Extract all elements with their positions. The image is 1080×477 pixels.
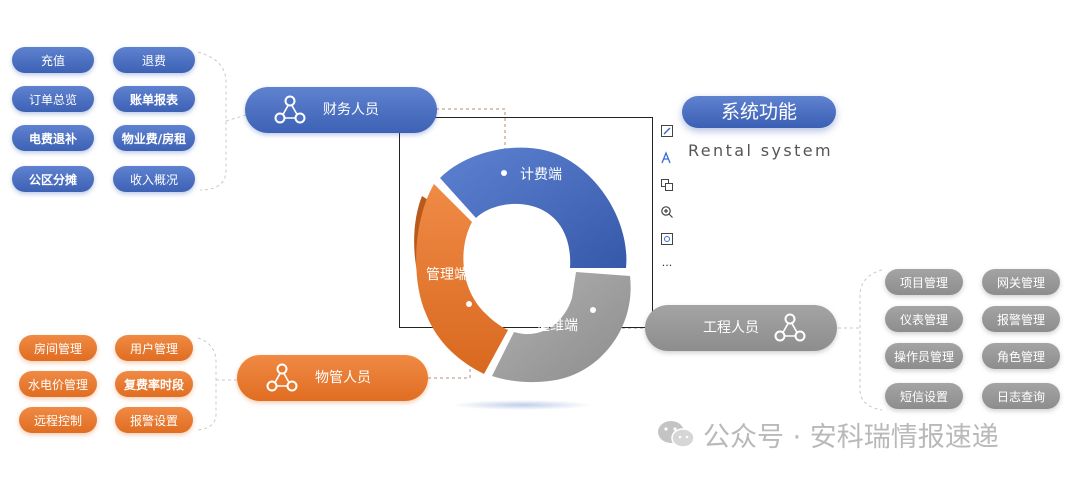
engineering-item-project[interactable]: 项目管理 <box>885 269 963 295</box>
role-finance-label: 财务人员 <box>323 102 379 118</box>
ring-diagram: 计费端 管理端 运维端 <box>414 147 631 410</box>
floating-toolbar: ··· <box>656 118 678 278</box>
edit-image-icon[interactable] <box>658 122 676 140</box>
engineering-item-alarm[interactable]: 报警管理 <box>982 306 1060 332</box>
property-to-ring-line <box>428 300 471 379</box>
engineering-bracket <box>859 269 883 411</box>
property-item-alarm-setting[interactable]: 报警设置 <box>115 407 193 433</box>
engineering-item-log[interactable]: 日志查询 <box>982 383 1060 409</box>
ring-segment-orange <box>416 184 508 374</box>
finance-bracket-link <box>225 114 247 122</box>
engineering-item-sms[interactable]: 短信设置 <box>885 383 963 409</box>
finance-item-property-rent[interactable]: 物业费/房租 <box>113 125 195 151</box>
finance-item-refund[interactable]: 退费 <box>113 47 195 73</box>
ring-shadow <box>452 400 592 410</box>
engineering-item-operator[interactable]: 操作员管理 <box>885 343 963 369</box>
ring-label-top: 计费端 <box>520 167 562 183</box>
property-item-remote-control[interactable]: 远程控制 <box>19 407 97 433</box>
engineering-item-meter[interactable]: 仪表管理 <box>885 306 963 332</box>
dot-right <box>590 307 596 313</box>
team-network-icon <box>274 95 306 124</box>
engineering-item-role[interactable]: 角色管理 <box>982 343 1060 369</box>
role-engineering-label: 工程人员 <box>703 320 759 336</box>
finance-item-bill-report[interactable]: 账单报表 <box>113 86 195 112</box>
ring-segment-blue <box>440 147 627 268</box>
property-bracket <box>197 337 217 431</box>
property-item-multi-rate[interactable]: 复费率时段 <box>115 371 193 397</box>
role-engineering[interactable]: 工程人员 <box>645 305 837 351</box>
team-network-icon <box>774 313 806 342</box>
finance-item-order-overview[interactable]: 订单总览 <box>12 86 94 112</box>
ring-label-left: 管理端 <box>426 267 468 283</box>
role-finance[interactable]: 财务人员 <box>245 87 437 133</box>
property-item-room[interactable]: 房间管理 <box>19 335 97 361</box>
dot-top <box>501 170 507 176</box>
copy-image-icon[interactable] <box>658 176 676 194</box>
wechat-logo-icon <box>658 421 695 448</box>
finance-item-public-allocation[interactable]: 公区分摊 <box>12 166 94 192</box>
search-image-icon[interactable] <box>658 230 676 248</box>
finance-bracket <box>197 51 227 191</box>
rental-system-subtitle: Rental system <box>688 141 834 160</box>
ring-segment-gray <box>492 272 631 383</box>
more-options-icon[interactable]: ··· <box>661 259 673 272</box>
finance-item-income-overview[interactable]: 收入概况 <box>113 166 195 192</box>
role-property-label: 物管人员 <box>315 370 371 386</box>
watermark-text: 公众号 · 安科瑞情报速递 <box>703 421 999 453</box>
team-network-icon <box>266 363 298 392</box>
zoom-in-icon[interactable] <box>658 203 676 221</box>
watermark: 公众号 · 安科瑞情报速递 <box>655 414 999 454</box>
property-item-utility-price[interactable]: 水电价管理 <box>19 371 97 397</box>
role-property[interactable]: 物管人员 <box>237 355 428 401</box>
dot-left <box>466 301 472 307</box>
selection-box <box>399 117 653 328</box>
finance-to-ring-line <box>436 108 506 158</box>
text-style-icon[interactable] <box>658 149 676 167</box>
finance-item-electricity-refund[interactable]: 电费退补 <box>12 125 94 151</box>
engineering-item-gateway[interactable]: 网关管理 <box>982 269 1060 295</box>
ring-label-right: 运维端 <box>536 318 578 334</box>
property-item-user[interactable]: 用户管理 <box>115 335 193 361</box>
finance-item-recharge[interactable]: 充值 <box>12 47 94 73</box>
system-function-title: 系统功能 <box>682 96 836 128</box>
